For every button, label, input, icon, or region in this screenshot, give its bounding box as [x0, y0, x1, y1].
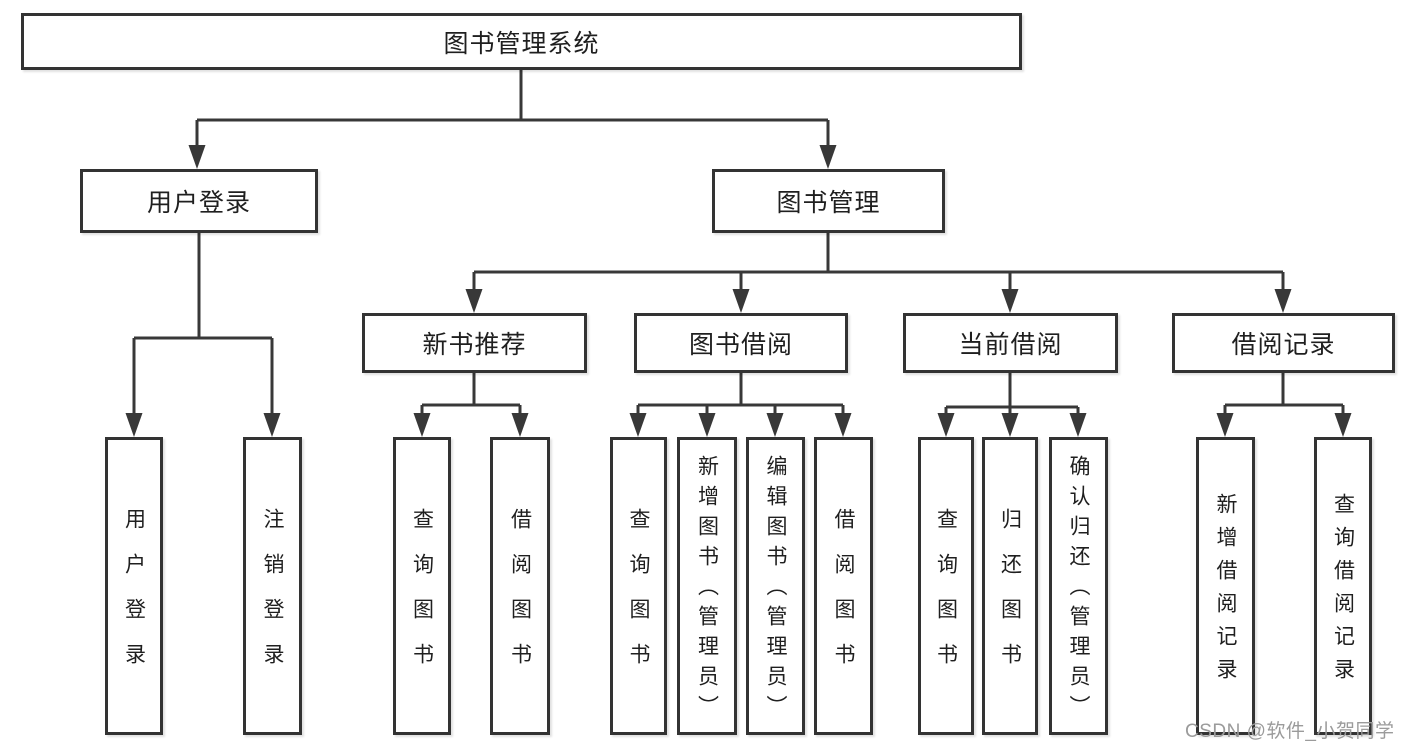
node-label: 用户登录 — [146, 189, 251, 217]
node-query-books-recommend: 查询图书 — [393, 437, 451, 735]
node-borrowing-records: 借阅记录 — [1172, 313, 1395, 373]
node-add-borrow-record: 新增借阅记录 — [1196, 437, 1255, 735]
node-current-borrowing: 当前借阅 — [903, 313, 1118, 373]
node-label: 查询图书 — [627, 508, 650, 688]
node-label: 新增借阅记录 — [1214, 493, 1237, 691]
node-label: 查询图书 — [410, 508, 434, 688]
node-label: 当前借阅 — [958, 331, 1063, 359]
node-library-management-system: 图书管理系统 — [21, 13, 1022, 70]
node-label: 新增图书（管理员） — [695, 455, 719, 725]
node-book-management: 图书管理 — [712, 169, 945, 233]
node-label: 借阅记录 — [1231, 331, 1336, 359]
node-confirm-return-admin: 确认归还（管理员） — [1049, 437, 1108, 735]
node-label: 编辑图书（管理员） — [764, 455, 787, 725]
csdn-watermark: CSDN @软件_小贺同学 — [1185, 721, 1395, 742]
node-label: 借阅图书 — [508, 508, 532, 688]
node-add-book-admin: 新增图书（管理员） — [677, 437, 737, 735]
node-edit-book-admin: 编辑图书（管理员） — [746, 437, 805, 735]
node-label: 用户登录 — [122, 508, 146, 688]
node-label: 注销登录 — [261, 508, 284, 688]
node-logout-action: 注销登录 — [243, 437, 302, 735]
node-label: 图书管理 — [776, 189, 881, 217]
node-label: 图书管理系统 — [443, 29, 600, 58]
node-label: 新书推荐 — [422, 331, 527, 359]
node-query-books-borrowing: 查询图书 — [610, 437, 667, 735]
node-borrow-books-borrowing: 借阅图书 — [814, 437, 873, 735]
node-label: 查询图书 — [934, 508, 958, 688]
node-user-login-action: 用户登录 — [105, 437, 163, 735]
node-label: 归还图书 — [998, 508, 1022, 688]
node-book-borrowing: 图书借阅 — [634, 313, 848, 373]
node-label: 确认归还（管理员） — [1067, 455, 1090, 725]
node-query-books-current: 查询图书 — [918, 437, 974, 735]
node-label: 查询借阅记录 — [1331, 493, 1355, 691]
node-label: 图书借阅 — [688, 331, 793, 359]
node-return-book: 归还图书 — [982, 437, 1038, 735]
node-user-login: 用户登录 — [80, 169, 318, 233]
node-new-book-recommendation: 新书推荐 — [362, 313, 587, 373]
node-borrow-books-recommend: 借阅图书 — [490, 437, 550, 735]
node-query-borrow-record: 查询借阅记录 — [1314, 437, 1372, 735]
node-label: 借阅图书 — [832, 508, 855, 688]
